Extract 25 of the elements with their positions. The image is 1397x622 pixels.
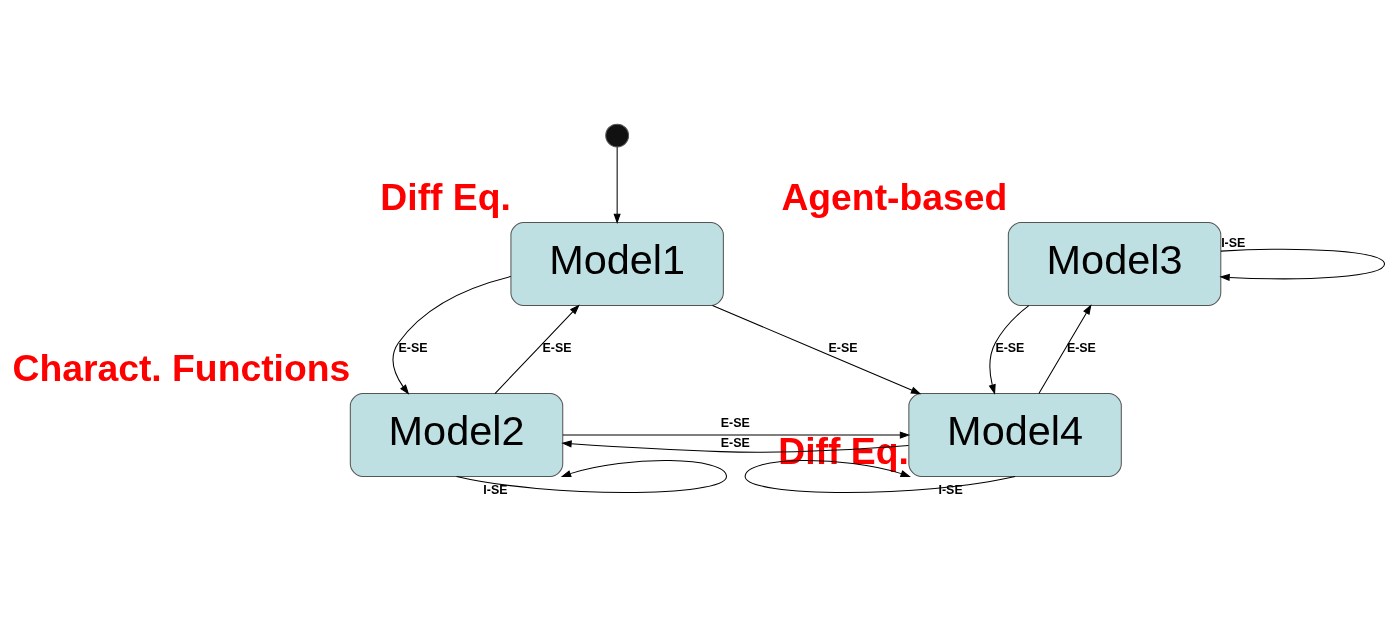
node-box: Model1 <box>510 221 724 306</box>
node-label: Charact. Functions <box>12 346 351 389</box>
edge-label: E-SE <box>398 340 428 355</box>
edge-label: E-SE <box>720 435 750 450</box>
edge-label: E-SE <box>542 340 572 355</box>
edge-label: I-SE <box>938 482 963 497</box>
arrow <box>613 146 621 224</box>
node-label: Diff Eq. <box>380 175 511 218</box>
node-box: Model3 <box>1007 221 1222 306</box>
arrow <box>494 303 580 394</box>
edge-label: I-SE <box>483 482 508 497</box>
node-box: Model4 <box>908 392 1122 477</box>
arrow <box>988 304 1030 395</box>
arrow <box>1219 248 1386 281</box>
arrow <box>711 304 922 394</box>
node-label: Agent-based <box>781 175 1008 218</box>
node-box: Model2 <box>349 392 564 477</box>
arrow <box>1038 303 1092 394</box>
node-circle <box>605 123 630 147</box>
edge-label: E-SE <box>995 340 1025 355</box>
arrow <box>392 275 512 395</box>
edge-label: I-SE <box>1221 235 1246 250</box>
edge-label: E-SE <box>720 415 750 430</box>
edge-label: E-SE <box>1066 340 1096 355</box>
edge-label: E-SE <box>828 340 858 355</box>
